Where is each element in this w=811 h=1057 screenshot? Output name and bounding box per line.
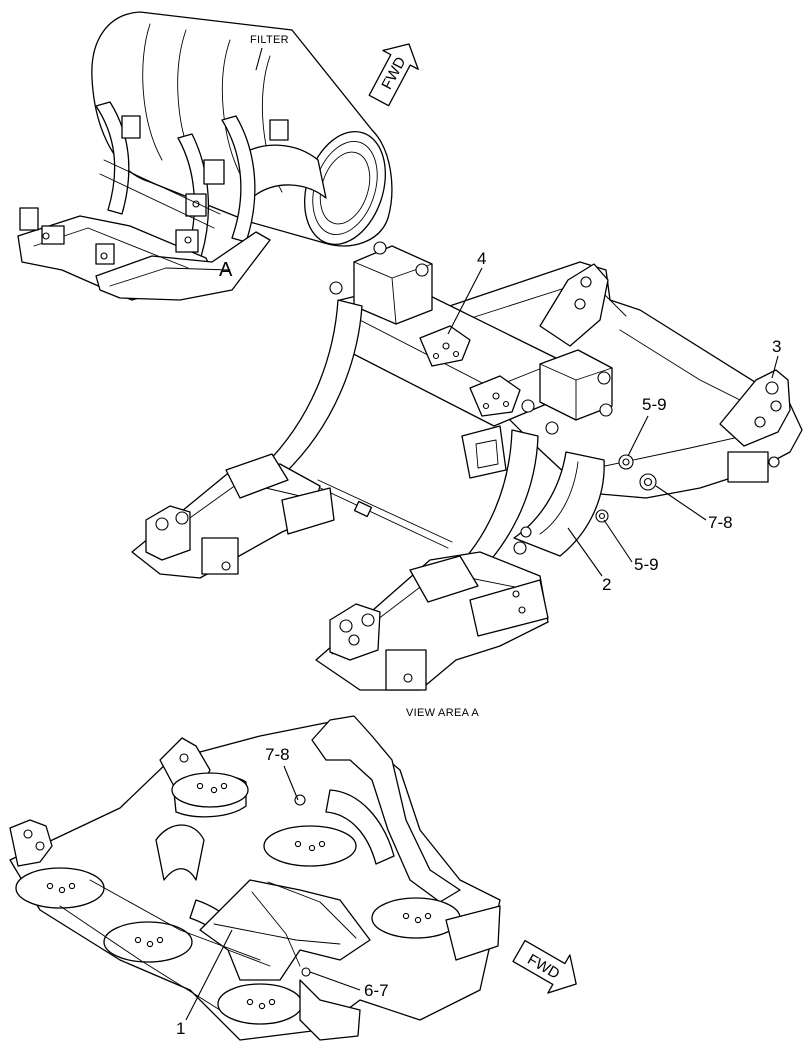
- filter-label: FILTER: [250, 34, 289, 46]
- callout-5-9-upper: 5-9: [642, 395, 667, 414]
- view-area-caption: VIEW AREA A: [406, 707, 479, 719]
- leader-7-8-bottom: [283, 765, 299, 801]
- fwd-arrow-bottom: FWD: [512, 939, 577, 994]
- leader-5-9-upper: [627, 415, 649, 457]
- mount-pad: [171, 772, 249, 818]
- leader-1: [185, 929, 233, 1021]
- filter-leader: [255, 47, 263, 71]
- leader-6-7: [309, 971, 361, 991]
- mount-pad: [217, 983, 303, 1025]
- leader-4: [447, 267, 483, 335]
- fwd-arrow-bottom-icon: [512, 939, 577, 994]
- callout-4: 4: [477, 249, 486, 268]
- view-area-marker: A: [219, 259, 233, 281]
- callout-7-8-bottom: 7-8: [265, 745, 290, 764]
- callout-3: 3: [772, 337, 781, 356]
- fwd-arrow-top-icon: [368, 43, 419, 107]
- callout-5-9-lower: 5-9: [634, 555, 659, 574]
- view-area-a-illustration: [9, 715, 501, 1041]
- mount-pad: [371, 897, 461, 939]
- leader-3: [771, 355, 779, 379]
- callout-6-7: 6-7: [364, 981, 389, 1000]
- main-frame-illustration: [131, 241, 803, 691]
- leader-2: [567, 527, 603, 577]
- callout-2: 2: [602, 575, 611, 594]
- leader-5-9-lower: [603, 519, 633, 563]
- callout-7-8-right: 7-8: [708, 513, 733, 532]
- filter-overview-illustration: [17, 11, 393, 301]
- mount-pad: [103, 921, 193, 963]
- mount-pad: [15, 867, 105, 909]
- mount-pad: [263, 825, 357, 867]
- leader-7-8-right: [655, 485, 707, 521]
- fwd-arrow-top: FWD: [368, 43, 419, 107]
- callout-1: 1: [176, 1019, 185, 1038]
